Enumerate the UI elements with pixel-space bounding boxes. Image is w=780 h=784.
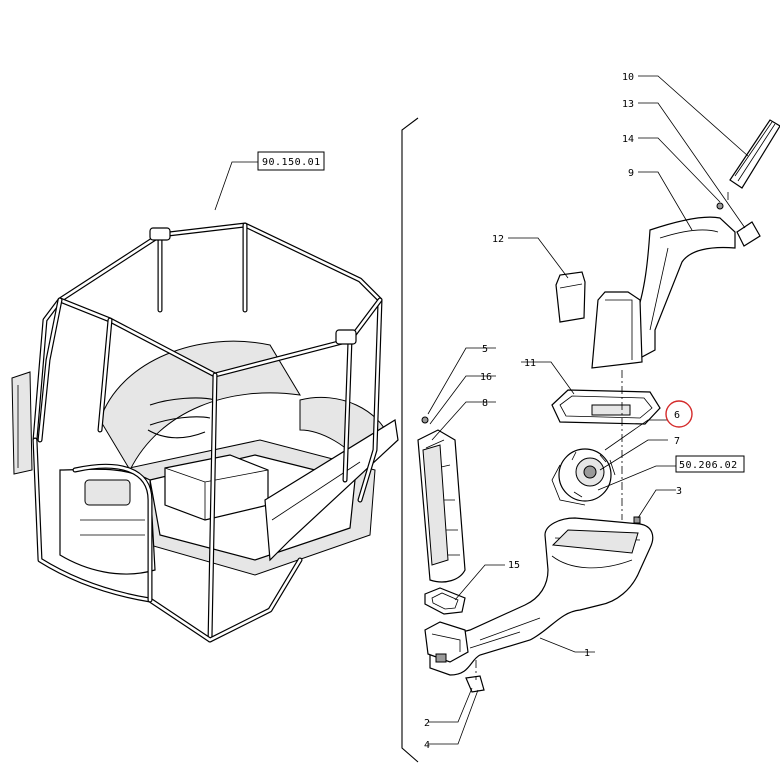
callout-10: 10 (622, 72, 634, 83)
leader-lines (427, 75, 749, 745)
callout-9: 9 (628, 168, 634, 179)
callout-14: 14 (622, 134, 634, 145)
callout-6: 6 (674, 410, 680, 421)
callout-8: 8 (482, 398, 488, 409)
callout-4: 4 (424, 740, 430, 751)
callout-16: 16 (480, 372, 492, 383)
callout-12: 12 (492, 234, 504, 245)
blower-reference-label: 50.206.02 (679, 460, 738, 471)
callout-2: 2 (424, 718, 430, 729)
group-bracket (401, 117, 419, 763)
callout-5: 5 (482, 344, 488, 355)
callout-15: 15 (508, 560, 520, 571)
callout-11: 11 (524, 358, 536, 369)
callout-6-highlight (665, 400, 693, 428)
cab-reference-box[interactable] (257, 151, 325, 171)
callout-1: 1 (584, 648, 590, 659)
cab-reference-label: 90.150.01 (262, 157, 321, 168)
callout-13: 13 (622, 99, 634, 110)
callout-7: 7 (674, 436, 680, 447)
callout-3: 3 (676, 486, 682, 497)
hvac-parts-drawing (417, 119, 780, 693)
blower-reference-box[interactable] (675, 455, 745, 473)
cab-frame-drawing (11, 161, 399, 643)
